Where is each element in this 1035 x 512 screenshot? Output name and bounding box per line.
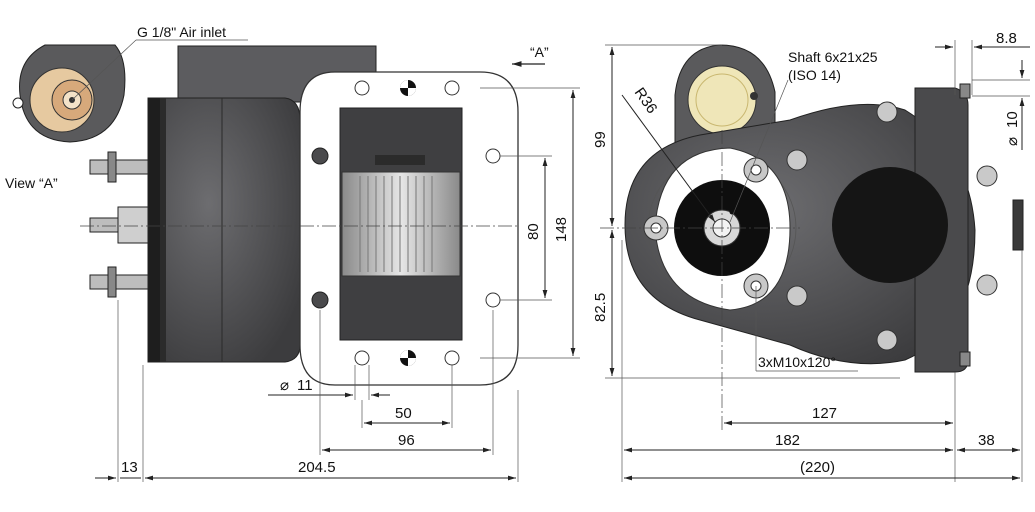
dim-148-label: 148 — [553, 217, 570, 242]
pto-side-view — [80, 45, 520, 386]
view-a-inset — [12, 39, 248, 143]
cover-bolts — [786, 101, 998, 351]
dim-80 — [500, 155, 552, 301]
dim-82-5-label: 82.5 — [592, 293, 609, 322]
diameter-symbol-11: ⌀ — [280, 377, 289, 394]
dim-8-8-label: 8.8 — [996, 30, 1017, 47]
dim-127-label: 127 — [812, 405, 837, 422]
dim-11-label: 11 — [297, 377, 313, 394]
dim-204-5-label: 204.5 — [298, 459, 336, 476]
dim-220-value: 220 — [805, 459, 830, 476]
dim-13-204 — [95, 300, 519, 482]
view-a-arrow-label: “A” — [530, 44, 549, 60]
dim-8-8 — [935, 40, 1030, 95]
dim-38-label: 38 — [978, 432, 995, 449]
shaft-label-1: Shaft 6x21x25 — [788, 49, 878, 65]
shaft-label-2: (ISO 14) — [788, 67, 841, 83]
dim-10-label: 10 — [1004, 111, 1021, 128]
dim-96-label: 96 — [398, 432, 415, 449]
dim-99-label: 99 — [592, 131, 609, 148]
dim-182-38 — [621, 240, 1023, 482]
dim-182-label: 182 — [775, 432, 800, 449]
stud-bolts — [89, 151, 149, 298]
dim-50 — [361, 365, 453, 428]
dim-80-label: 80 — [525, 223, 542, 240]
dim-13-label: 13 — [121, 459, 138, 476]
view-a-label: View “A” — [5, 175, 58, 191]
diameter-symbol-10: ⌀ — [1004, 137, 1021, 146]
dim-99-82 — [605, 44, 900, 379]
dim-96 — [319, 310, 494, 455]
pto-front-view — [600, 44, 1024, 430]
dim-148 — [480, 87, 580, 359]
air-inlet-label: G 1/8" Air inlet — [137, 24, 226, 40]
bolts-label: 3xM10x120° — [758, 354, 836, 370]
dim-10 — [972, 60, 1030, 150]
r36-label: R36 — [631, 85, 661, 117]
dim-127 — [724, 372, 956, 482]
dim-50-label: 50 — [395, 405, 412, 422]
r36-leader — [621, 94, 716, 223]
dim-11 — [268, 365, 390, 400]
dim-220-label: (220) — [800, 459, 835, 476]
